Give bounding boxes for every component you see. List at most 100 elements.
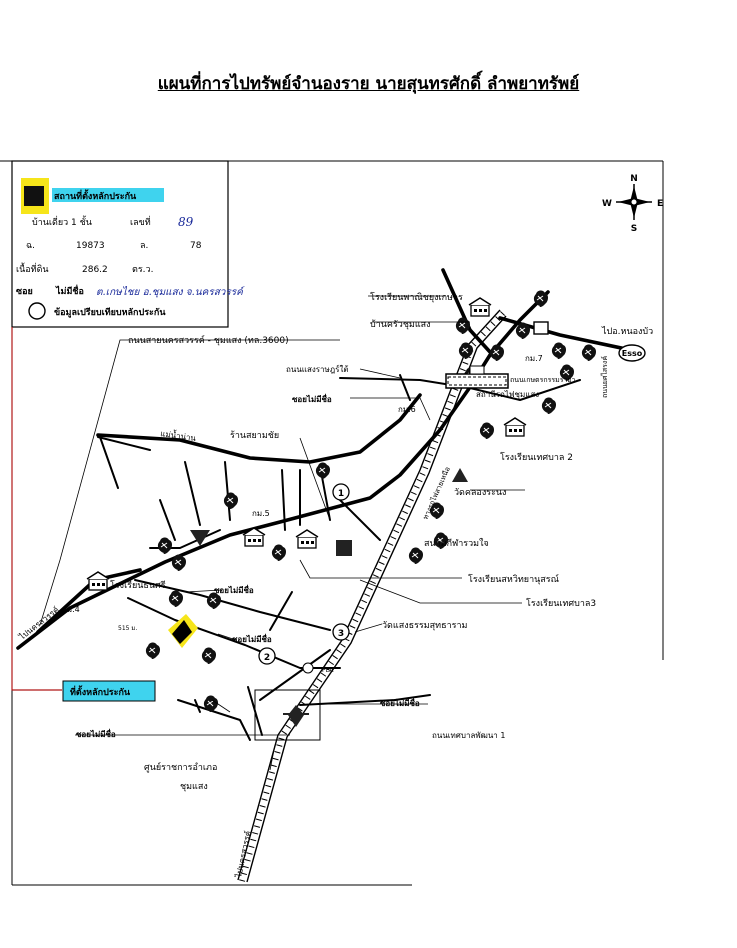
- soi-river-sois: [159, 461, 231, 541]
- tree-icon: [541, 396, 557, 415]
- collateral-site-label: ที่ตั้งหลักประกัน: [70, 685, 131, 698]
- market-block-icon: [336, 540, 352, 556]
- leader-lines: [39, 295, 525, 771]
- area-label: เนื้อที่ดิน: [16, 262, 49, 275]
- compare-circle-icon: [28, 302, 46, 320]
- deed-value: 19873: [76, 241, 105, 251]
- label-soi-4: ซอยไม่มีชื่อ: [380, 697, 420, 708]
- label-road-kasetkamrai: ถนนเกษตรกรรมรายา: [510, 376, 576, 384]
- school-building-icon: [295, 529, 319, 549]
- house-type-label: บ้านเดี่ยว 1 ชั้น: [32, 215, 92, 228]
- tree-icon: [479, 421, 495, 440]
- label-road-thesaban: ถนนเทศบาลพัฒนา 1: [432, 731, 505, 740]
- tree-icon: [408, 546, 424, 565]
- collateral-square-icon: [24, 186, 44, 206]
- label-to-nongbua: ไปอ.หนองบัว: [601, 326, 653, 337]
- compass-n: N: [630, 174, 638, 184]
- tree-icon: [168, 589, 184, 608]
- district-office-emblem-icon: [283, 705, 309, 727]
- label-soi-1: ซอยไม่มีชื่อ: [292, 393, 332, 404]
- label-km7: กม.7: [525, 354, 543, 363]
- comparable-marker-3: 3: [332, 623, 350, 641]
- comparable-marker-1: 1: [332, 483, 350, 501]
- tree-icon: [489, 343, 505, 362]
- label-station: สถานีรถไฟชุมแสง: [476, 390, 539, 399]
- lot-label: ล.: [140, 241, 148, 251]
- label-district-office-2: ชุมแสง: [180, 782, 208, 792]
- tree-icon: [223, 491, 239, 510]
- compass-e: E: [657, 199, 663, 209]
- map-title: แผนที่การไปทรัพย์จำนองราย นายสุนทรศักดิ์…: [157, 74, 580, 94]
- collateral-site-label-box: ที่ตั้งหลักประกัน: [62, 680, 156, 702]
- soi-canal-side: [339, 499, 381, 541]
- address-handwritten: ต.เกษไชย อ.ชุมแสง จ.นครสวรรค์: [96, 286, 245, 298]
- road-north-branch: [441, 268, 492, 354]
- road-thesaban-pattana: [299, 694, 431, 706]
- house-number-label: เลขที่: [130, 215, 151, 228]
- soi-east-link: [259, 649, 331, 701]
- label-soi-5: ซอยไม่มีชื่อ: [76, 728, 116, 739]
- esso-logo: Esso: [618, 344, 646, 362]
- tree-icon: [201, 646, 217, 665]
- wat-icon: [452, 468, 468, 482]
- tree-icon: [145, 641, 161, 660]
- label-to-nakhonsawan: ไปนครสวรรค์: [16, 604, 60, 642]
- river-road-west-end: [97, 436, 151, 489]
- label-school-sahawittaya: โรงเรียนสหวิทยานุสรณ์: [468, 573, 559, 585]
- soi-value: ไม่มีชื่อ: [55, 284, 84, 297]
- deed-label: ฉ.: [26, 241, 35, 251]
- legend-location-label: สถานที่ตั้งหลักประกัน: [54, 189, 137, 202]
- comparable-1-number: 1: [338, 489, 344, 499]
- collateral-leader-line: [11, 327, 62, 691]
- tree-icon: [551, 341, 567, 360]
- road-saengthong: [399, 374, 411, 401]
- temple-icon: [190, 530, 210, 546]
- label-school-municipal2: โรงเรียนเทศบาล 2: [500, 452, 573, 463]
- legend-cyan-highlight: [52, 188, 164, 202]
- comparable-2-number: 2: [264, 653, 270, 663]
- fuel-pump-icon: [533, 321, 549, 335]
- label-wat-khlong-rabaeng: วัดคลองระนง: [454, 488, 506, 498]
- label-soi-2: ซอยไม่มีชื่อ: [214, 584, 254, 595]
- tree-icon: [458, 341, 474, 360]
- label-road-saengthong: ถนนแสงราษฎร์ใต้: [286, 364, 349, 374]
- tree-icon: [157, 536, 173, 555]
- comparable-marker-2: 2: [258, 647, 276, 665]
- label-district-office: ศูนย์ราชการอำเภอ: [144, 761, 217, 773]
- label-km6: กม.6: [398, 405, 416, 414]
- road-along-river: [96, 393, 422, 464]
- area-value: 286.2: [82, 265, 108, 275]
- district-compound: [254, 689, 321, 741]
- soi-thonsri: [134, 579, 331, 631]
- school-building-icon: [86, 571, 110, 591]
- label-km5: กม.5: [252, 509, 270, 518]
- esso-text: Esso: [622, 349, 643, 358]
- info-box: สถานที่ตั้งหลักประกัน บ้านเดี่ยว 1 ชั้น …: [11, 160, 245, 328]
- label-bankrua: บ้านครัวชุมแสง: [370, 319, 431, 330]
- soi-north-link: [269, 591, 293, 631]
- lot-value: 78: [190, 241, 202, 251]
- soi-label: ซอย: [16, 287, 33, 297]
- label-wat-saengtham: วัดแสงธรรมสุทธาราม: [382, 621, 468, 631]
- compass-s: S: [631, 224, 637, 234]
- pea-logo: PEA: [302, 662, 334, 674]
- comparable-3-number: 3: [338, 629, 344, 639]
- house-number-value: 89: [178, 215, 194, 229]
- soi-south-stub: [194, 699, 201, 713]
- area-unit: ตร.ว.: [132, 265, 153, 275]
- label-school-thonsri: โรงเรียนธนศรี: [110, 580, 166, 591]
- school-building-icon: [468, 297, 492, 317]
- legend-compare-label: ข้อมูลเปรียบเทียบหลักประกัน: [54, 307, 166, 318]
- tree-icon: [455, 316, 471, 335]
- pea-text: PEA: [322, 667, 334, 674]
- label-school-municipal3: โรงเรียนเทศบาล3: [526, 598, 596, 609]
- label-distance: 515 ม.: [118, 625, 137, 632]
- soi-collateral: [127, 597, 341, 669]
- railway-station-icon: [445, 365, 509, 389]
- label-km4: กม.4: [62, 605, 80, 614]
- label-soi-3: ซอยไม่มีชื่อ: [232, 633, 272, 644]
- label-main-road: ถนนสายนครสวรรค์ - ชุมแสง (ทล.3600): [128, 334, 289, 346]
- tree-icon: [581, 343, 597, 362]
- compass-w: W: [602, 199, 612, 209]
